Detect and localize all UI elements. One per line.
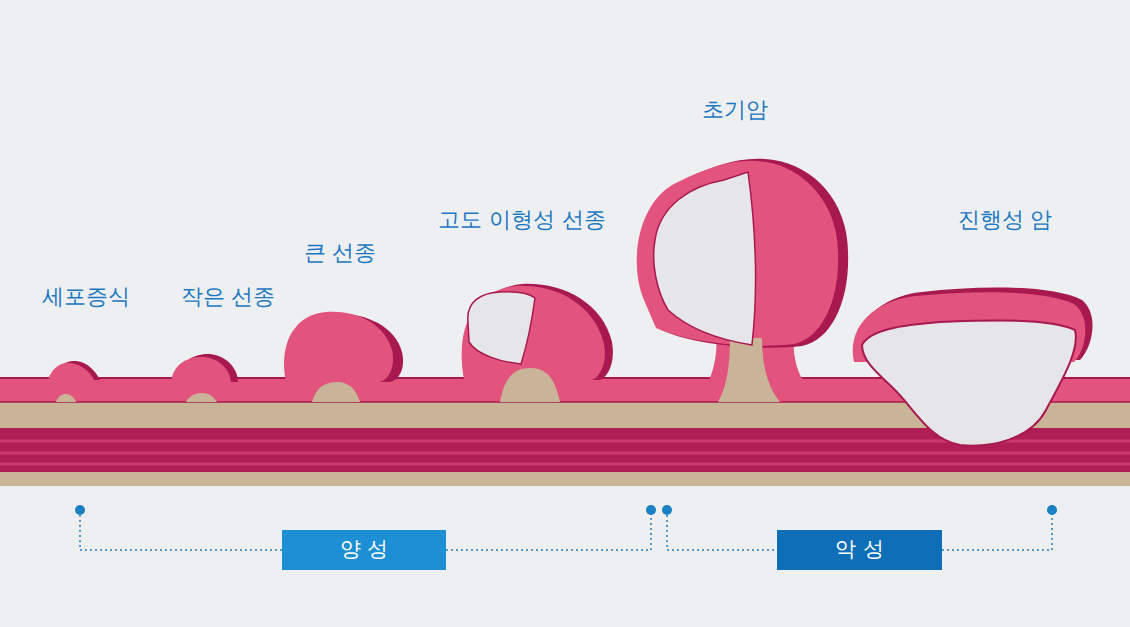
bracket-dot <box>1047 505 1057 515</box>
bracket-dots <box>75 505 1057 515</box>
stage-label: 세포증식 <box>42 284 130 310</box>
cancer <box>654 172 756 345</box>
category-label: 악 성 <box>835 537 884 562</box>
polyp <box>462 286 605 380</box>
stage-label: 초기암 <box>702 97 768 123</box>
stage-label: 고도 이형성 선종 <box>438 207 606 233</box>
polyp <box>48 363 94 380</box>
dysplasia <box>468 292 535 364</box>
muscle-stripe <box>0 463 1130 466</box>
bracket-line <box>942 510 1052 550</box>
bracket-line <box>446 510 651 550</box>
bracket-dot <box>662 505 672 515</box>
muscle-stripe <box>0 452 1130 455</box>
category-label: 양 성 <box>340 537 389 562</box>
bracket-line <box>80 510 282 550</box>
bracket-line <box>667 510 777 550</box>
submucosa-mound <box>500 368 560 402</box>
large-adenoma <box>284 312 403 402</box>
stage-label: 작은 선종 <box>181 284 276 310</box>
stage-label: 큰 선종 <box>304 240 377 266</box>
serosa <box>0 472 1130 486</box>
category-box: 양 성 <box>282 530 446 570</box>
early-cancer <box>637 159 848 402</box>
submucosa-mound <box>56 394 76 402</box>
polyp <box>284 312 393 382</box>
submucosa-stalk <box>718 338 780 402</box>
hyperplasia-polyp <box>48 361 100 402</box>
submucosa-mound <box>312 382 360 402</box>
bracket-dot <box>75 505 85 515</box>
advanced-cancer <box>853 287 1093 445</box>
polyp <box>171 357 231 382</box>
submucosa-mound <box>186 393 217 402</box>
stage-label: 진행성 암 <box>958 207 1053 233</box>
bracket-dot <box>646 505 656 515</box>
cancer <box>862 320 1076 445</box>
category-box: 악 성 <box>777 530 942 570</box>
polyp <box>637 161 838 346</box>
dysplastic-adenoma <box>462 284 613 402</box>
small-adenoma <box>171 354 238 402</box>
